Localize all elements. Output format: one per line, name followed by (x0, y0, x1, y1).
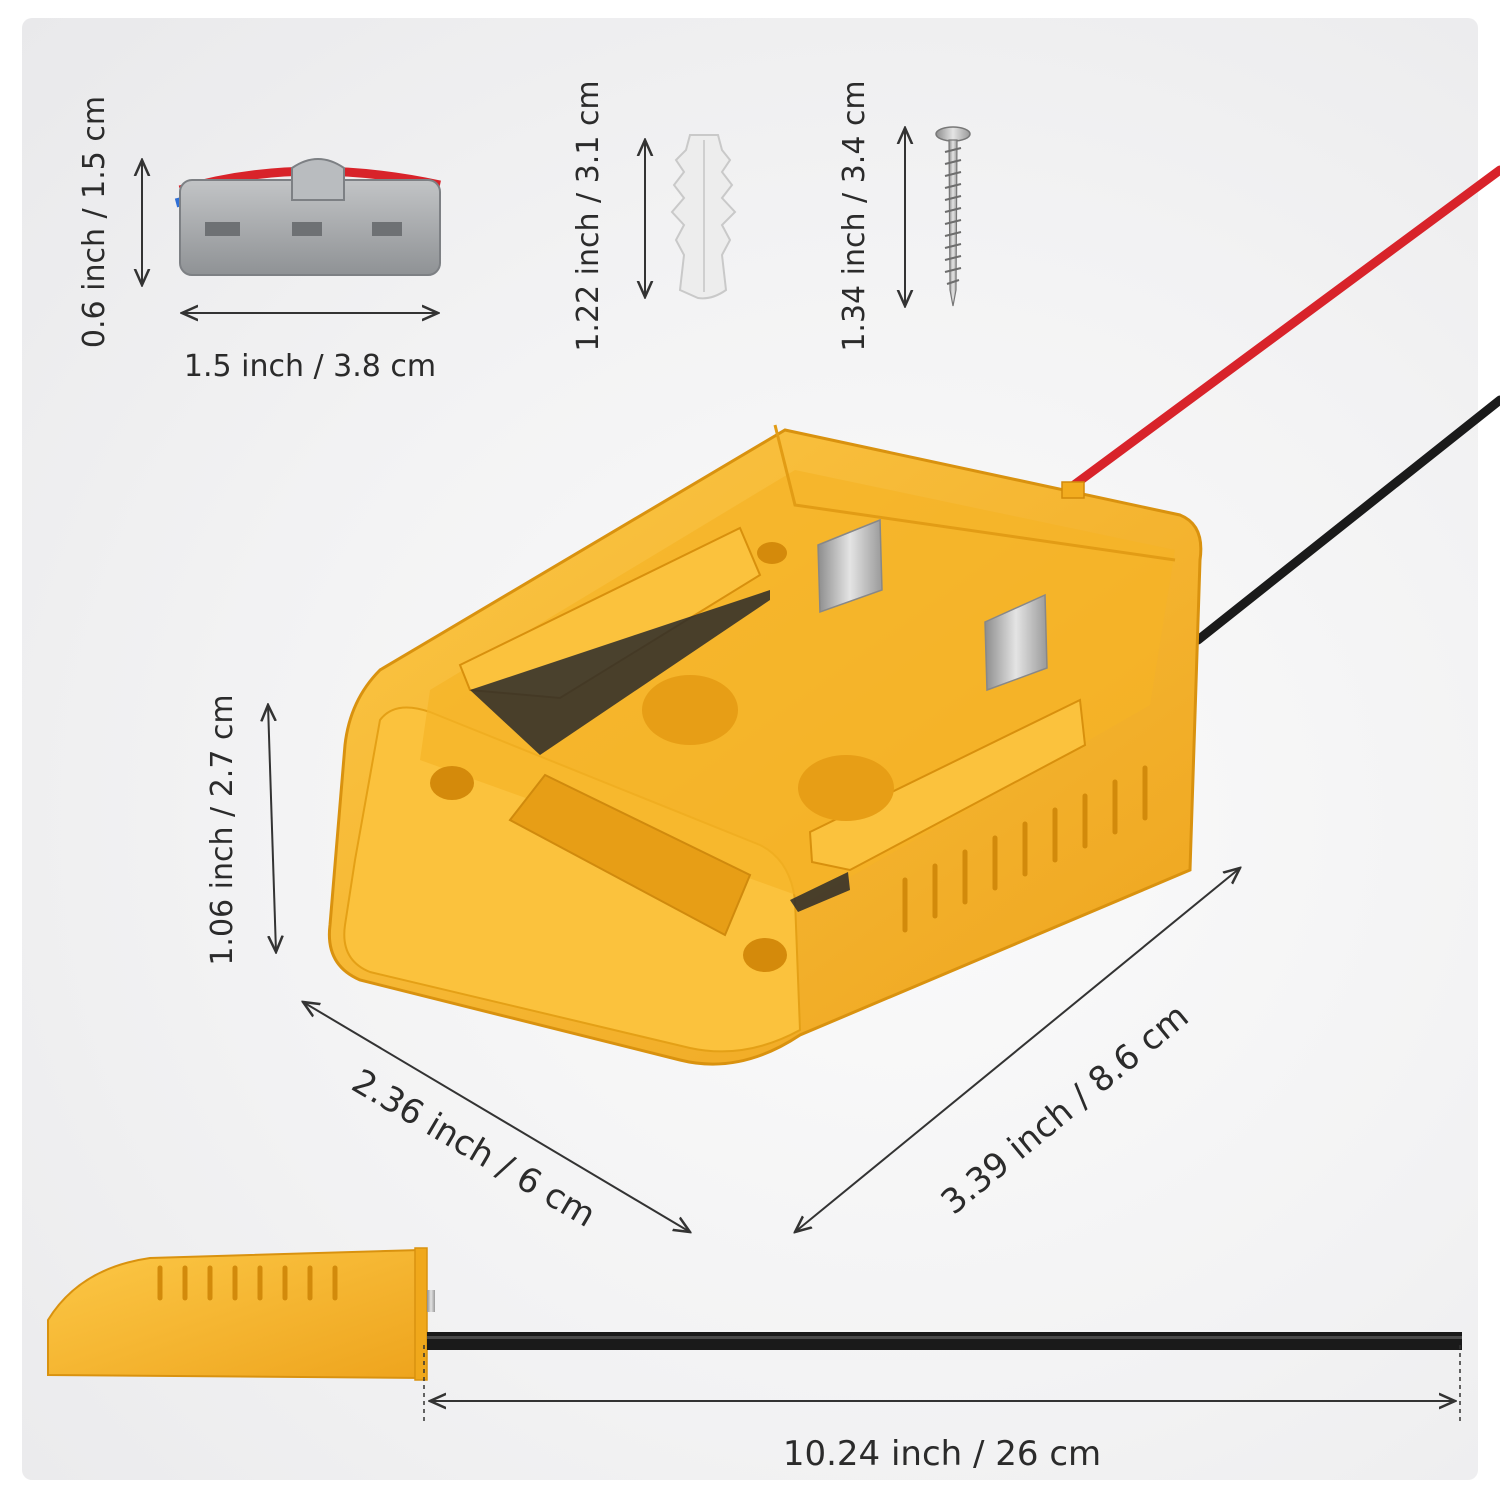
lever-wire-connector (174, 158, 441, 276)
mounting-screw (935, 126, 971, 307)
cable-length-label: 10.24 inch / 26 cm (783, 1434, 1101, 1474)
adapter-side-view (47, 1247, 1462, 1381)
adapter-height-label: 1.06 inch / 2.7 cm (205, 694, 240, 965)
anchor-length-label: 1.22 inch / 3.1 cm (571, 80, 606, 351)
connector-height-label: 0.6 inch / 1.5 cm (77, 96, 112, 348)
power-wires (1065, 165, 1500, 645)
connector-width-label: 1.5 inch / 3.8 cm (184, 349, 436, 384)
screw-length-label: 1.34 inch / 3.4 cm (837, 80, 872, 351)
adapter-length-label: 3.39 inch / 8.6 cm (934, 996, 1197, 1222)
adapter-width-label: 2.36 inch / 6 cm (345, 1061, 602, 1235)
battery-adapter (327, 424, 1203, 1066)
wall-anchor (670, 134, 737, 300)
